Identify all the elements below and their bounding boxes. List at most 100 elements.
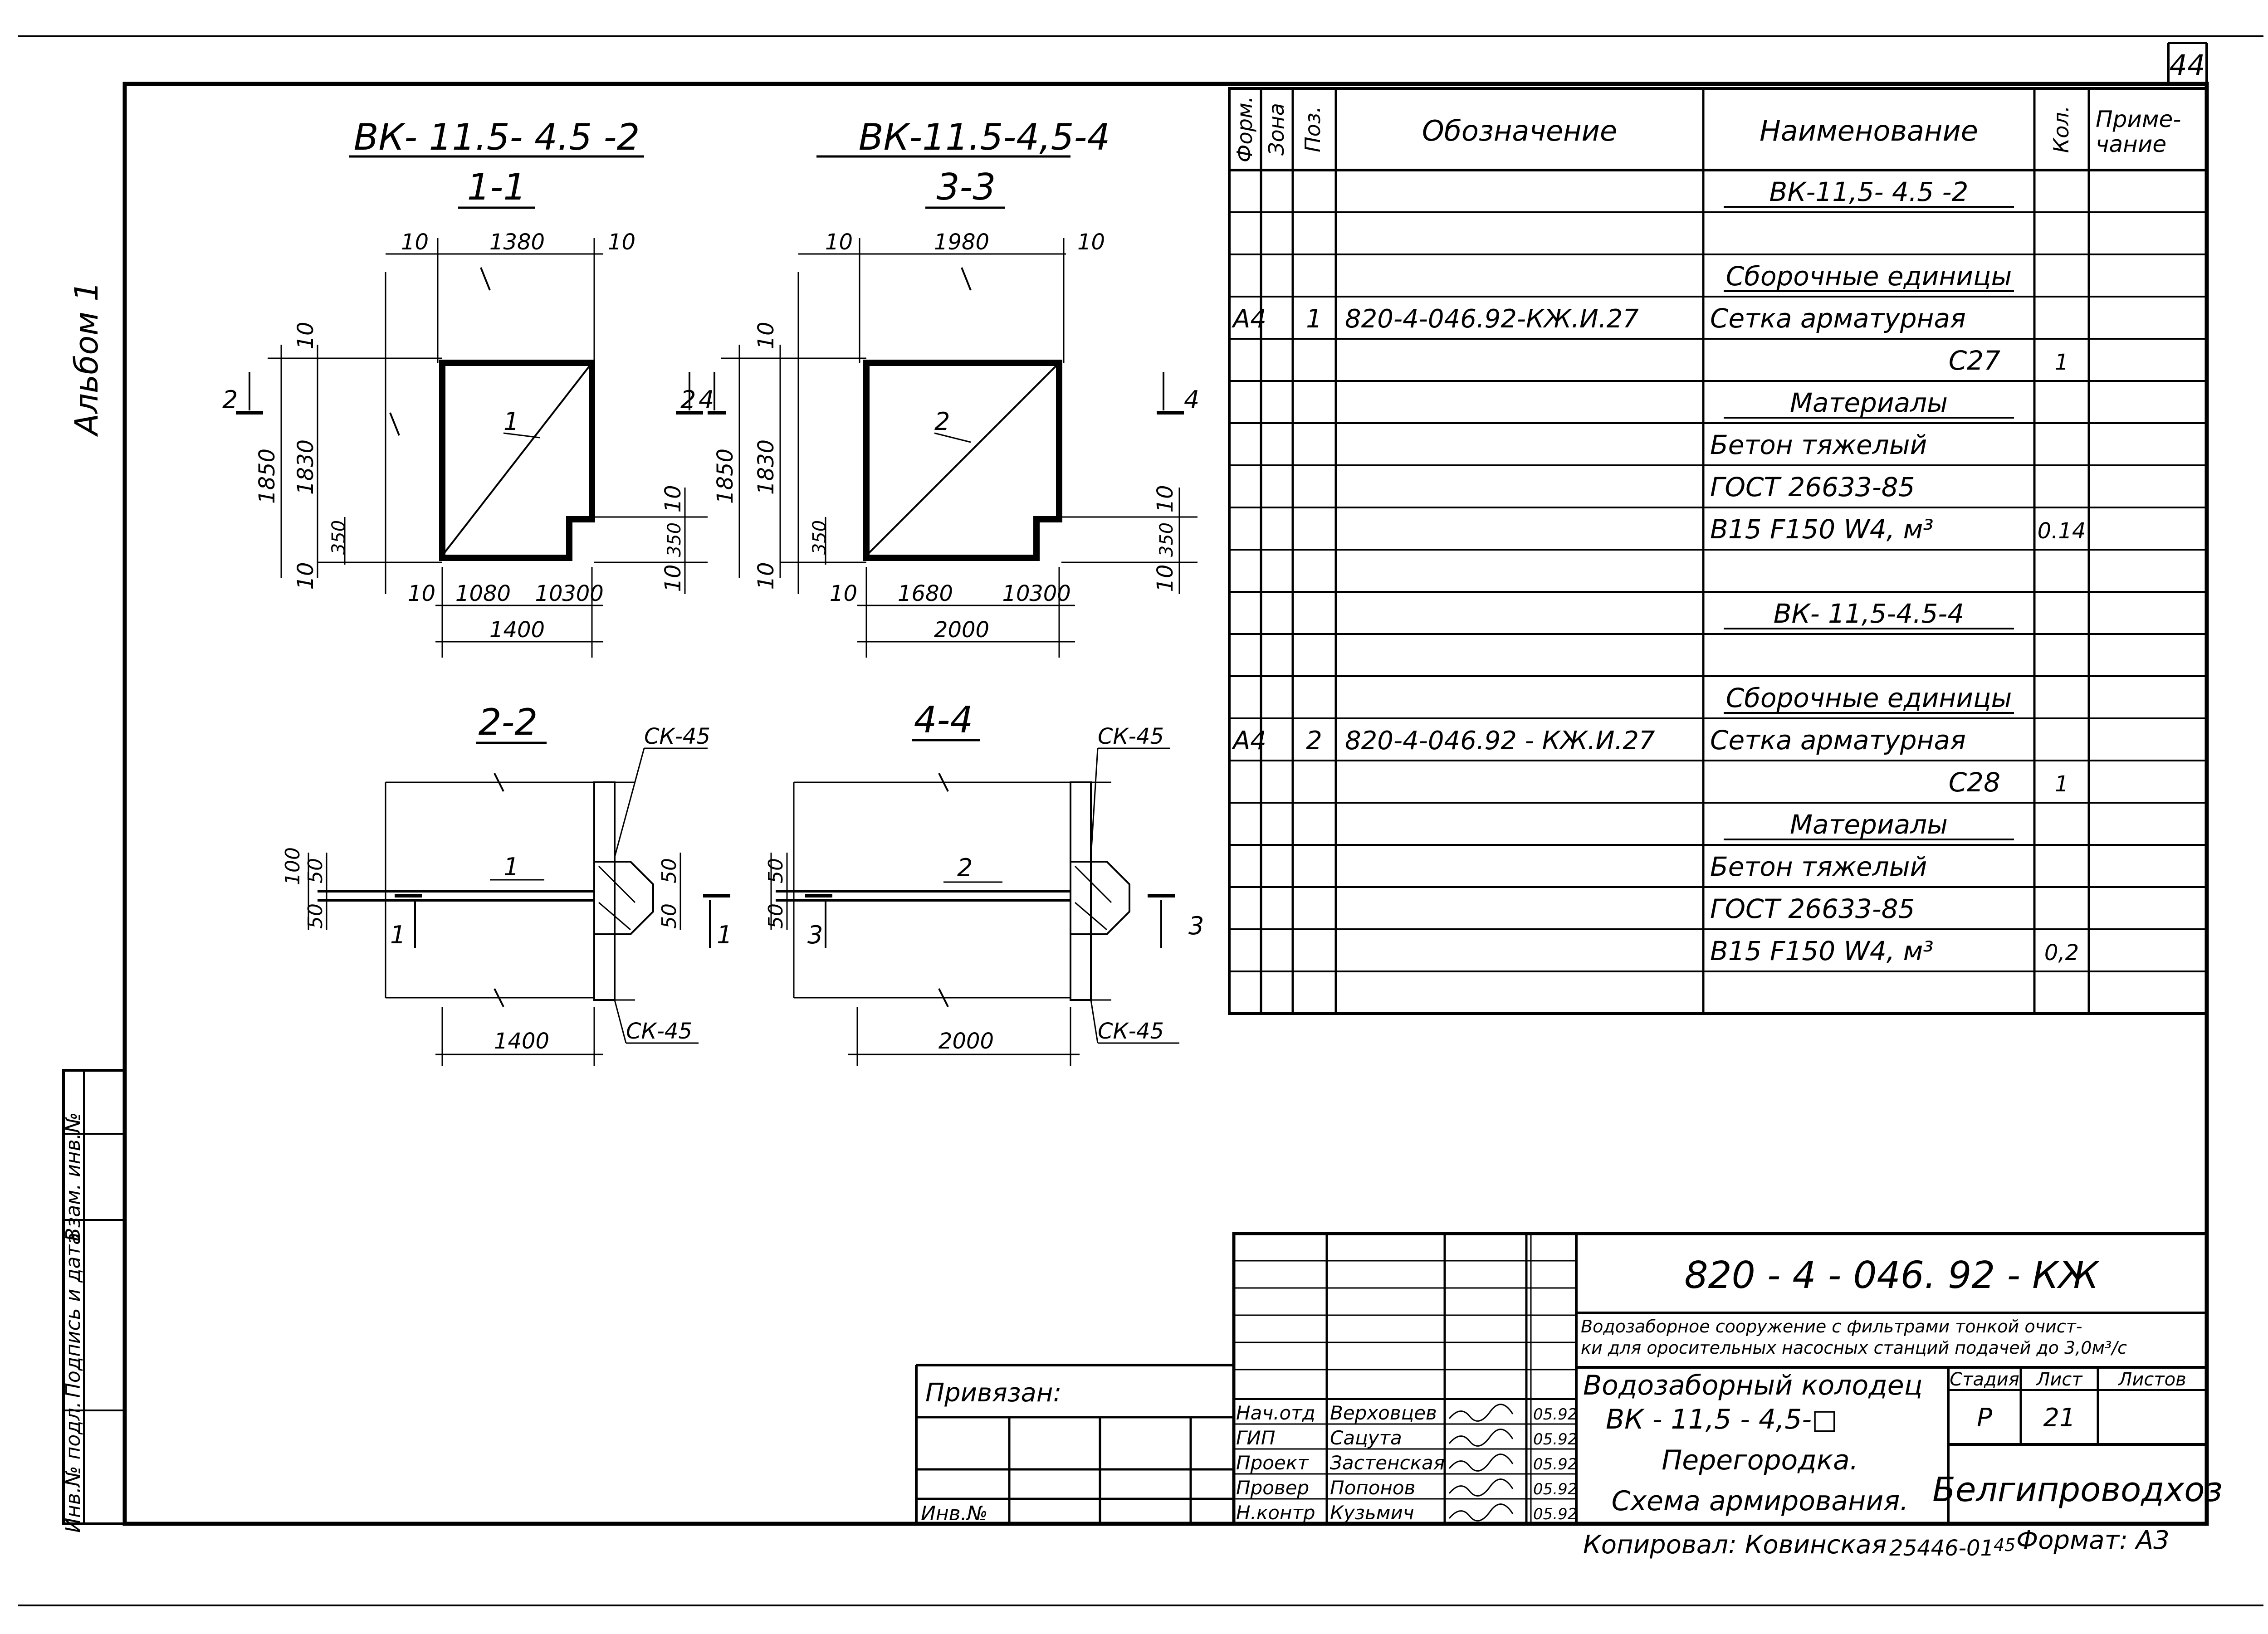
staff-name: Застенская: [1330, 1452, 1445, 1474]
project-title-line1: Водозаборное сооружение с фильтрами тонк…: [1581, 1317, 2082, 1336]
svg-text:100: 100: [281, 847, 304, 885]
svg-text:300: 300: [1029, 581, 1071, 606]
svg-text:10: 10: [408, 581, 435, 606]
cell-pos: 2: [1306, 726, 1322, 756]
svg-text:2: 2: [957, 854, 973, 882]
svg-text:10: 10: [535, 581, 562, 606]
cell-name: Материалы: [1790, 809, 1948, 840]
svg-text:Обозначение: Обозначение: [1422, 114, 1617, 147]
svg-text:50: 50: [658, 903, 681, 929]
cell-name: Бетон тяжелый: [1710, 851, 1927, 882]
svg-text:2000: 2000: [938, 1029, 994, 1054]
staff-date: 05.92: [1533, 1505, 1577, 1523]
svg-text:2: 2: [934, 407, 950, 436]
svg-text:1: 1: [390, 921, 406, 949]
cell-name: Материалы: [1790, 387, 1948, 418]
svg-text:10: 10: [753, 562, 779, 590]
cell-name: ВК-11,5- 4.5 -2: [1769, 176, 1969, 207]
section-label-4-4: 4-4: [914, 699, 973, 741]
cell-designation: 820-4-046.92 - КЖ.И.27: [1345, 726, 1655, 756]
sheet-label: Лист: [2035, 1369, 2083, 1390]
section-3-3: ВК-11.5-4,5-4 3-3 2 10 1980 10 10 1850 1…: [699, 116, 1199, 658]
svg-text:СК-45: СК-45: [1098, 1019, 1164, 1044]
staff-date: 05.92: [1533, 1455, 1577, 1473]
svg-text:10: 10: [293, 322, 318, 349]
svg-text:1830: 1830: [753, 439, 779, 495]
svg-text:2: 2: [680, 385, 696, 414]
format-label: Формат: А3: [2016, 1526, 2170, 1555]
cell-designation: 820-4-046.92-КЖ.И.27: [1345, 304, 1639, 334]
svg-text:Зона: Зона: [1264, 103, 1289, 156]
stage-value: Р: [1977, 1403, 1992, 1433]
staff-name: Кузьмич: [1330, 1502, 1414, 1524]
staff-role: Нач.отд: [1236, 1402, 1315, 1424]
svg-text:Кол.: Кол.: [2049, 106, 2073, 153]
svg-text:10: 10: [1153, 564, 1178, 592]
cell-name: Сборочные единицы: [1726, 683, 2012, 713]
specification-table: Форм. Зона Поз. Обозначение Наименование…: [1228, 87, 2208, 1015]
title-block: Привязан: Инв.№ 820 - 4 - 046. 92 - КЖ В…: [915, 1232, 2223, 1526]
side-stamp-sign: Подпись и дата: [62, 1233, 85, 1398]
section-label-2-2: 2-2: [479, 701, 538, 743]
side-stamp-inv: Инв.№ подл.: [62, 1401, 85, 1533]
pos-label: 1: [503, 407, 519, 436]
svg-text:50: 50: [304, 903, 327, 929]
cell-form: А4: [1232, 726, 1266, 756]
project-title-line2: ки для оросительных насосных станций под…: [1581, 1338, 2127, 1358]
staff-signature: [1448, 1429, 1514, 1447]
copy-number: 25446-01: [1889, 1536, 1994, 1561]
svg-text:50: 50: [764, 903, 787, 929]
staff-name: Попонов: [1330, 1477, 1415, 1499]
staff-role: Проект: [1236, 1452, 1309, 1474]
svg-text:1380: 1380: [489, 229, 545, 255]
svg-text:2000: 2000: [934, 617, 989, 643]
sheet-title-4: Схема армирования.: [1612, 1485, 1909, 1517]
svg-text:350: 350: [664, 522, 685, 557]
svg-text:3: 3: [1188, 912, 1204, 940]
svg-text:10: 10: [608, 229, 635, 255]
svg-text:Поз.: Поз.: [1300, 106, 1325, 152]
staff-date: 05.92: [1533, 1405, 1577, 1424]
page-number: 44: [2170, 49, 2205, 82]
staff-role: Провер: [1236, 1477, 1309, 1499]
cell-name: ВК- 11,5-4.5-4: [1774, 598, 1964, 629]
staff-date: 05.92: [1533, 1430, 1577, 1449]
staff-role: ГИП: [1236, 1427, 1275, 1449]
svg-text:10: 10: [401, 229, 429, 255]
svg-text:3: 3: [807, 921, 823, 949]
footer: Копировал: Ковинская 25446-01 45 Формат:…: [1583, 1526, 2170, 1561]
svg-text:10: 10: [825, 229, 853, 255]
staff-signature: [1448, 1503, 1514, 1522]
header-note: Приме-чание: [2096, 106, 2181, 157]
cell-name: Сетка арматурная: [1710, 303, 1966, 334]
sheet-title-2: ВК - 11,5 - 4,5-□: [1606, 1404, 1838, 1435]
cell-name: Сборочные единицы: [1726, 261, 2012, 292]
sheet-value: 21: [2043, 1403, 2075, 1433]
svg-text:10: 10: [753, 322, 779, 349]
section-label-3-3: 3-3: [937, 166, 996, 208]
staff-signature: [1448, 1454, 1514, 1472]
section-2-2: 2-2 СК-45 СК-45 1 100 50 50 50 50 1400: [281, 701, 732, 1066]
svg-text:1850: 1850: [713, 449, 738, 504]
side-stamp-replace: Взам. инв.№: [62, 1112, 85, 1242]
svg-text:10: 10: [293, 562, 318, 590]
section-label-1-1: 1-1: [467, 166, 527, 208]
section-1-1: ВК- 11.5- 4.5 -2 1-1 1 10 1380 10 10 185…: [222, 116, 708, 658]
svg-text:50: 50: [304, 858, 327, 883]
svg-text:1: 1: [717, 921, 732, 949]
svg-text:Форм.: Форм.: [1232, 96, 1257, 162]
svg-text:350: 350: [328, 520, 349, 555]
copied-by: Копировал: Ковинская: [1583, 1530, 1887, 1560]
staff-signature: [1448, 1478, 1514, 1497]
cell-qty: 0,2: [2044, 940, 2079, 966]
doc-code: 820 - 4 - 046. 92 - КЖ: [1684, 1254, 2100, 1297]
inv-label: Инв.№: [921, 1502, 987, 1525]
cell-name: С28: [1949, 767, 2000, 798]
cell-name: ГОСТ 26633-85: [1710, 893, 1915, 924]
svg-text:10: 10: [1153, 485, 1178, 512]
svg-text:50: 50: [658, 858, 681, 883]
title-bk-2: ВК- 11.5- 4.5 -2: [354, 116, 640, 158]
ck-label: СК-45: [644, 724, 710, 749]
sheet-title-3: Перегородка.: [1662, 1444, 1858, 1476]
svg-text:1850: 1850: [254, 449, 280, 504]
